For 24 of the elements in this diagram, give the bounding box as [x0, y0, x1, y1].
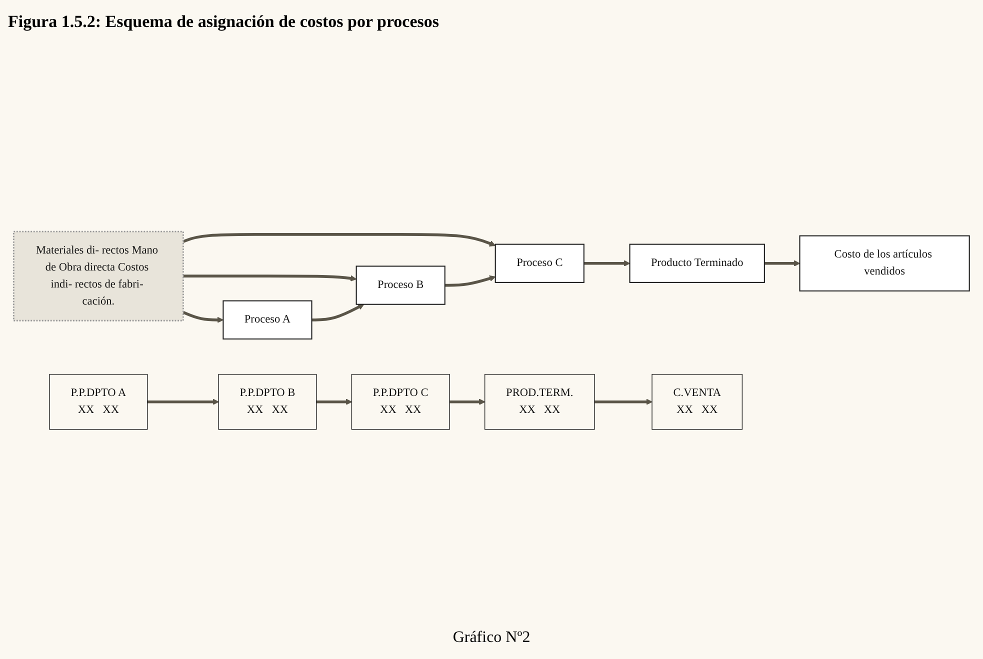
node-box: P.P.DPTO B XX XX	[218, 374, 317, 430]
arrow	[764, 260, 800, 266]
arrow	[450, 398, 486, 405]
node-box: P.P.DPTO A XX XX	[49, 374, 148, 430]
arrow	[444, 275, 496, 287]
node-box: Proceso C	[494, 244, 584, 283]
node-box: P.P.DPTO C XX XX	[351, 374, 450, 430]
node-box: C.VENTA XX XX	[652, 374, 743, 430]
node-box: Producto Terminado	[629, 244, 765, 283]
node-box: PROD.TERM. XX XX	[484, 374, 595, 430]
arrow	[594, 398, 652, 405]
caption: Gráfico Nº2	[452, 629, 530, 647]
node-box: Costo de los artículos vendidos	[799, 235, 970, 292]
arrow	[584, 260, 630, 266]
node-box: Proceso A	[222, 300, 312, 340]
arrow	[182, 311, 224, 323]
arrow	[147, 398, 219, 405]
arrow	[182, 233, 496, 246]
arrow	[312, 304, 364, 322]
figure-title: Figura 1.5.2: Esquema de asignación de costos por procesos	[8, 12, 440, 32]
node-box: Proceso B	[356, 266, 446, 305]
node-box: Materiales di- rectos Mano de Obra directa Costos indi- rectos de fabri- cación.	[12, 230, 184, 322]
arrow	[183, 274, 357, 282]
arrow	[316, 398, 352, 405]
